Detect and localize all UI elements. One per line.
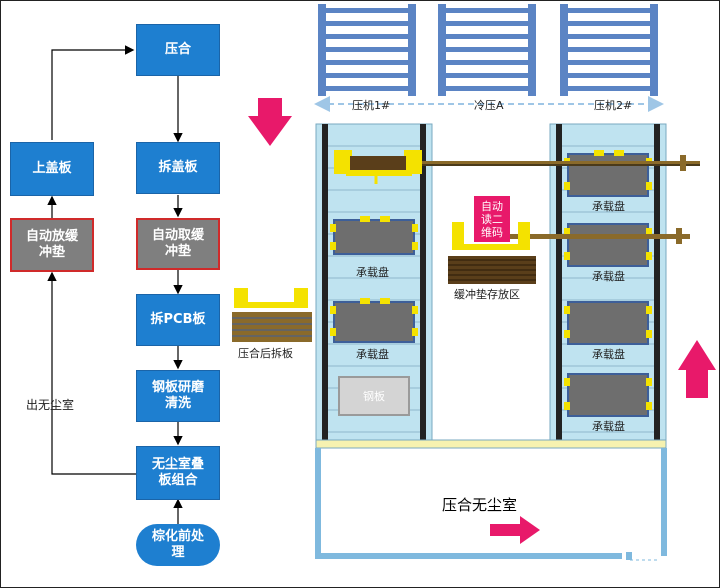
press2-label: 压机2#	[594, 99, 633, 112]
steel-grind-clean-label: 钢板研磨清洗	[151, 380, 204, 411]
remove-cover-box: 拆盖板	[136, 142, 220, 194]
auto-scan-label: 自动读二维码	[481, 199, 503, 239]
steel-plate: 钢板	[338, 376, 410, 416]
remove-pcb-box: 拆PCB板	[136, 294, 220, 346]
auto-take-cushion-box: 自动取缓冲垫	[136, 218, 220, 270]
auto-take-cushion-label: 自动取缓冲垫	[152, 228, 205, 259]
carrier-label-right-4: 承载盘	[592, 420, 625, 433]
right-arrow	[490, 516, 540, 544]
middle-gantry	[452, 222, 690, 250]
auto-place-cushion-label: 自动放缓冲垫	[26, 229, 79, 260]
exit-cleanroom-label: 出无尘室	[26, 398, 75, 412]
carrier-label-right-2: 承载盘	[592, 270, 625, 283]
press-box: 压合	[136, 24, 220, 76]
remove-cover-label: 拆盖板	[158, 160, 198, 175]
upper-cover-label: 上盖板	[32, 161, 72, 176]
carrier-label-right-3: 承载盘	[592, 348, 625, 361]
upper-cover-box: 上盖板	[10, 142, 94, 196]
cleanroom-label: 压合无尘室	[442, 496, 518, 514]
carrier-label-right-1: 承载盘	[592, 200, 625, 213]
carrier-label-left-1: 承载盘	[356, 266, 389, 279]
upper-gantry	[334, 150, 700, 184]
press-label: 压合	[164, 42, 191, 57]
down-arrow	[248, 98, 292, 146]
up-arrow	[678, 340, 716, 398]
press2-rack	[560, 4, 658, 96]
press1-rack	[318, 4, 416, 96]
cushion-stack	[448, 256, 536, 284]
carrier-tray-right-3	[564, 301, 652, 345]
post-press-station	[232, 288, 312, 342]
cleanroom-stack-label: 无尘室叠板组合	[151, 457, 204, 488]
carrier-tray-right-2	[564, 223, 652, 267]
cleanroom-outline	[315, 439, 667, 561]
auto-scan-box: 自动读二维码	[474, 196, 510, 242]
carrier-tray-left-2	[330, 298, 418, 343]
carrier-tray-left-1	[330, 216, 418, 255]
cold-press-label: 冷压A	[474, 99, 504, 112]
cushion-storage-label: 缓冲垫存放区	[454, 288, 520, 301]
steel-plate-label: 钢板	[363, 390, 385, 403]
carrier-label-left-2: 承载盘	[356, 348, 389, 361]
auto-place-cushion-box: 自动放缓冲垫	[10, 218, 94, 272]
post-press-removal-label: 压合后拆板	[238, 347, 293, 360]
carrier-tray-right-4	[564, 373, 652, 417]
carrier-tray-right-1	[564, 150, 652, 197]
steel-grind-clean-box: 钢板研磨清洗	[136, 370, 220, 422]
brown-pretreat-box: 棕化前处理	[136, 524, 220, 566]
remove-pcb-label: 拆PCB板	[150, 312, 206, 327]
brown-pretreat-label: 棕化前处理	[151, 529, 204, 560]
press1-label: 压机1#	[352, 99, 391, 112]
cleanroom-stack-box: 无尘室叠板组合	[136, 446, 220, 500]
cold-press-rack	[438, 4, 536, 96]
